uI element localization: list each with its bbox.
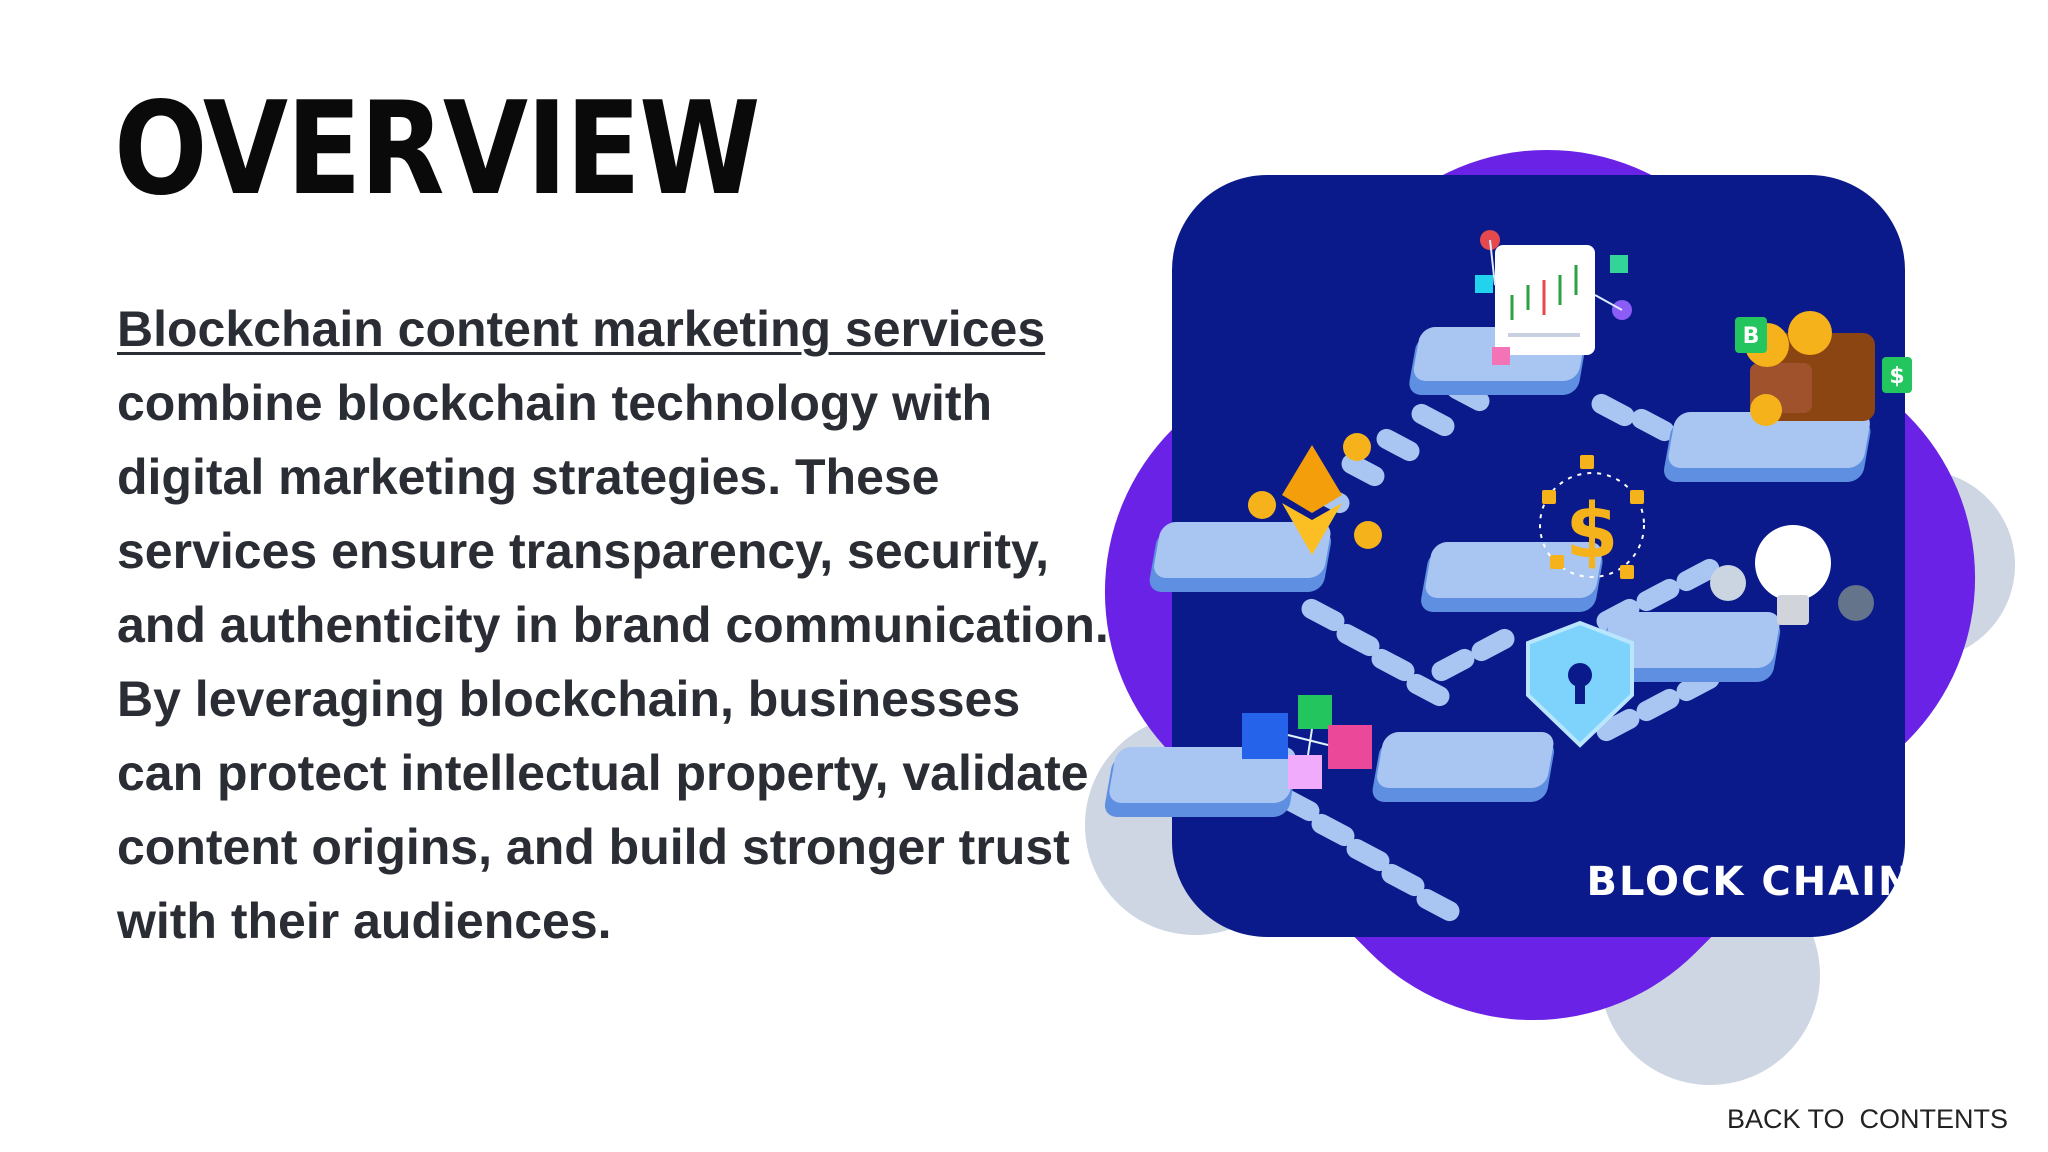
wallet-icon: B $ [1735,311,1912,426]
cubes-icon [1242,695,1372,789]
coin-dollar-label: $ [1889,364,1904,389]
shield-lock-icon [1526,620,1634,748]
coin-b-label: B [1743,324,1760,349]
ethereum-icon [1248,433,1382,555]
platform-cubes [1104,747,1297,817]
platform-ethereum [1149,522,1332,592]
overview-paragraph: Blockchain content marketing services co… [117,292,1117,958]
back-to-contents-link[interactable]: BACK TO CONTENTS [1726,1104,2008,1134]
platform-shield [1372,732,1555,802]
page-title: OVERVIEW [114,75,761,224]
paragraph-body: combine blockchain technology with digit… [117,375,1109,949]
chart-icon [1475,230,1632,365]
dollar-lock-icon: $ [1539,455,1645,579]
lightbulb-icon [1710,525,1874,625]
blockchain-illustration: B $ $ BLOCK C [1085,149,2015,1085]
svg-text:$: $ [1566,486,1619,575]
blockchain-services-link[interactable]: Blockchain content marketing services [117,301,1046,357]
platform-wallet [1664,412,1871,482]
block-chain-label: BLOCK CHAIN [1587,859,1914,905]
platforms [1104,327,1871,817]
platform-bulb [1598,612,1781,682]
